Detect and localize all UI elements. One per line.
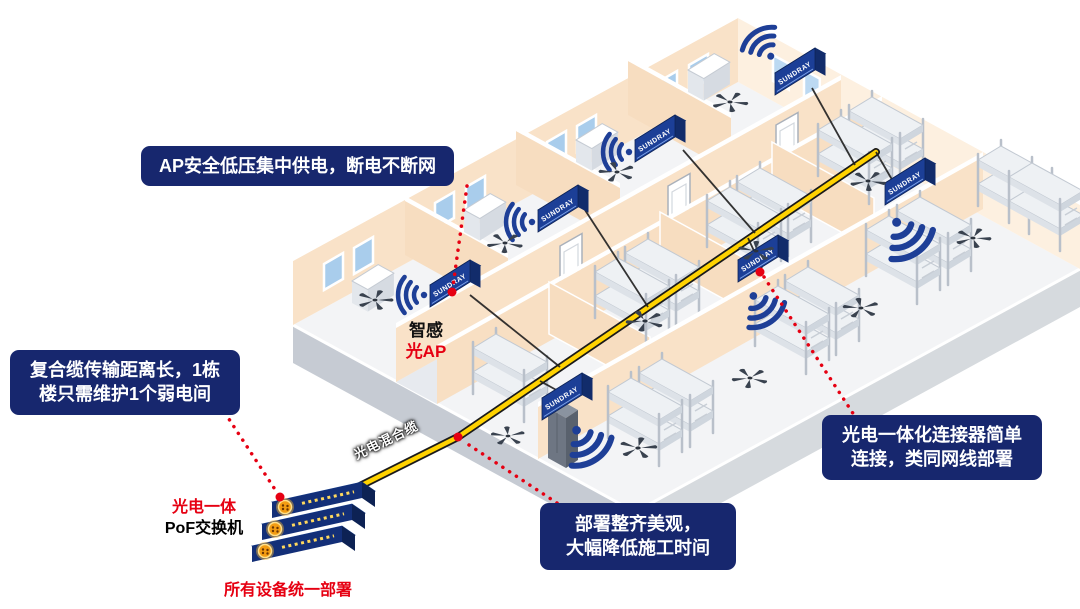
red-dotted-line	[461, 439, 559, 505]
red-dotted-line	[451, 184, 469, 288]
red-endpoint-dot	[275, 492, 285, 502]
smart-ap-name: 智感	[409, 321, 443, 340]
switch-name: PoF交换机	[164, 519, 244, 537]
callout-connector-line: 光电一体化连接器简单	[842, 425, 1022, 445]
callout-power-line: AP安全低压集中供电，断电不断网	[159, 156, 437, 176]
annotation-endpoints	[275, 267, 765, 502]
callout-deployment-line: 部署整齐美观，	[575, 514, 701, 534]
callout-deployment-line: 大幅降低施工时间	[566, 538, 710, 559]
deploy-note: 所有设备统一部署	[224, 582, 353, 599]
smart-ap-type: 光AP	[405, 342, 447, 362]
ap-feed-lines	[469, 87, 899, 393]
pof-switch-label: 光电一体 PoF交换机	[152, 498, 256, 540]
callout-connector: 光电一体化连接器简单 连接，类同网线部署	[822, 415, 1042, 480]
pof-switch-stack	[250, 480, 377, 564]
callout-distance-line: 楼只需维护1个弱电间	[39, 384, 212, 405]
callout-power: AP安全低压集中供电，断电不断网	[141, 146, 455, 187]
callout-connector-line: 连接，类同网线部署	[851, 449, 1013, 470]
red-endpoint-dot	[755, 267, 765, 277]
switch-type: 光电一体	[171, 499, 236, 516]
back-left-wall	[293, 12, 738, 325]
callout-deployment: 部署整齐美观， 大幅降低施工时间	[540, 503, 736, 570]
callout-distance-line: 复合缆传输距离长，1栋	[30, 360, 221, 380]
annotation-connectors	[223, 184, 858, 505]
callout-distance: 复合缆传输距离长，1栋 楼只需维护1个弱电间	[10, 350, 241, 415]
smart-ap-label: 智感 光AP	[382, 320, 470, 363]
red-endpoint-dot	[453, 432, 463, 442]
red-dotted-line	[223, 411, 280, 496]
red-endpoint-dot	[447, 287, 457, 297]
